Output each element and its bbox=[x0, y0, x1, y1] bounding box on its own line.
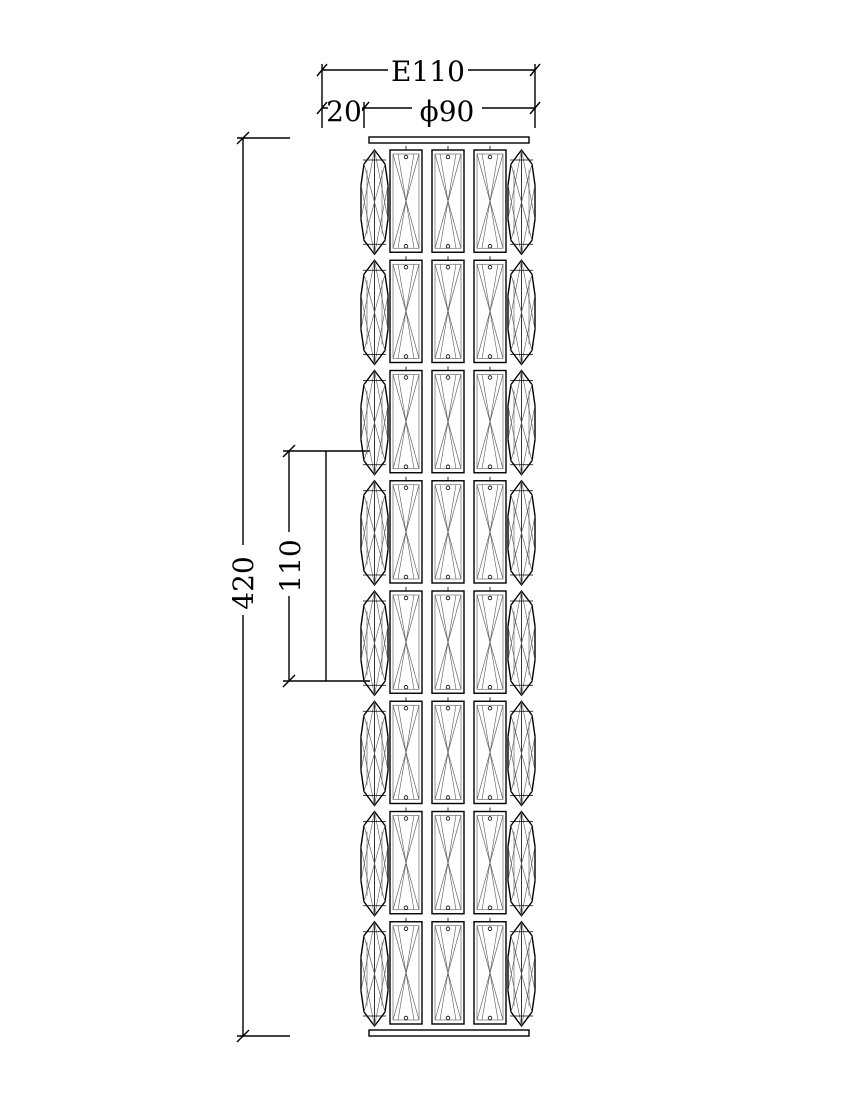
rectangular-crystal bbox=[431, 810, 465, 915]
rectangular-crystal bbox=[473, 259, 507, 364]
rectangular-crystal bbox=[431, 921, 465, 1025]
top-plate bbox=[368, 136, 530, 144]
faceted-side-crystal bbox=[507, 369, 536, 476]
crystal-row bbox=[360, 587, 536, 697]
faceted-side-crystal bbox=[360, 479, 389, 587]
rectangular-crystal bbox=[431, 369, 465, 474]
faceted-side-crystal bbox=[360, 700, 389, 807]
rectangular-crystal bbox=[431, 259, 465, 364]
rectangular-crystal bbox=[389, 700, 423, 805]
dimension-110-label: 110 bbox=[274, 539, 307, 592]
crystal-row bbox=[360, 476, 536, 587]
crystal-fixture bbox=[360, 136, 536, 1037]
rectangular-crystal bbox=[389, 369, 423, 474]
faceted-side-crystal bbox=[507, 810, 536, 917]
faceted-side-crystal bbox=[507, 479, 536, 587]
faceted-side-crystal bbox=[507, 259, 536, 366]
faceted-side-crystal bbox=[360, 148, 389, 256]
crystal-row bbox=[360, 146, 536, 256]
rectangular-crystal bbox=[473, 480, 507, 584]
rectangular-crystal bbox=[389, 149, 423, 253]
rectangular-crystal bbox=[389, 480, 423, 584]
rectangular-crystal bbox=[389, 921, 423, 1025]
rectangular-crystal bbox=[473, 149, 507, 253]
faceted-side-crystal bbox=[507, 920, 536, 1028]
dimension-110: 110 bbox=[274, 444, 370, 688]
faceted-side-crystal bbox=[507, 148, 536, 256]
faceted-side-crystal bbox=[360, 920, 389, 1028]
rectangular-crystal bbox=[431, 149, 465, 253]
dimension-e110: E110 bbox=[316, 54, 541, 128]
rectangular-crystal bbox=[431, 590, 465, 694]
rectangular-crystal bbox=[473, 921, 507, 1025]
faceted-side-crystal bbox=[360, 589, 389, 697]
crystal-row bbox=[360, 917, 536, 1028]
dimension-20-phi90: 20 ϕ90 bbox=[316, 92, 541, 128]
dimension-20-label: 20 bbox=[326, 95, 362, 128]
rectangular-crystal bbox=[473, 700, 507, 805]
bottom-plate bbox=[368, 1029, 530, 1037]
dimension-420: 420 bbox=[227, 131, 290, 1043]
crystal-row bbox=[360, 256, 536, 366]
faceted-side-crystal bbox=[360, 259, 389, 366]
faceted-side-crystal bbox=[360, 810, 389, 917]
rectangular-crystal bbox=[431, 700, 465, 805]
rectangular-crystal bbox=[473, 590, 507, 694]
rectangular-crystal bbox=[389, 259, 423, 364]
crystal-row bbox=[360, 807, 536, 917]
faceted-side-crystal bbox=[507, 589, 536, 697]
dimension-e110-label: E110 bbox=[391, 55, 465, 88]
rectangular-crystal bbox=[389, 590, 423, 694]
dimension-420-label: 420 bbox=[227, 556, 260, 609]
faceted-side-crystal bbox=[507, 700, 536, 807]
crystal-rows bbox=[360, 146, 536, 1028]
rectangular-crystal bbox=[473, 810, 507, 915]
crystal-row bbox=[360, 697, 536, 807]
faceted-side-crystal bbox=[360, 369, 389, 476]
dimension-phi90-label: ϕ90 bbox=[420, 95, 475, 128]
crystal-row bbox=[360, 366, 536, 476]
rectangular-crystal bbox=[431, 480, 465, 584]
rectangular-crystal bbox=[389, 810, 423, 915]
rectangular-crystal bbox=[473, 369, 507, 474]
